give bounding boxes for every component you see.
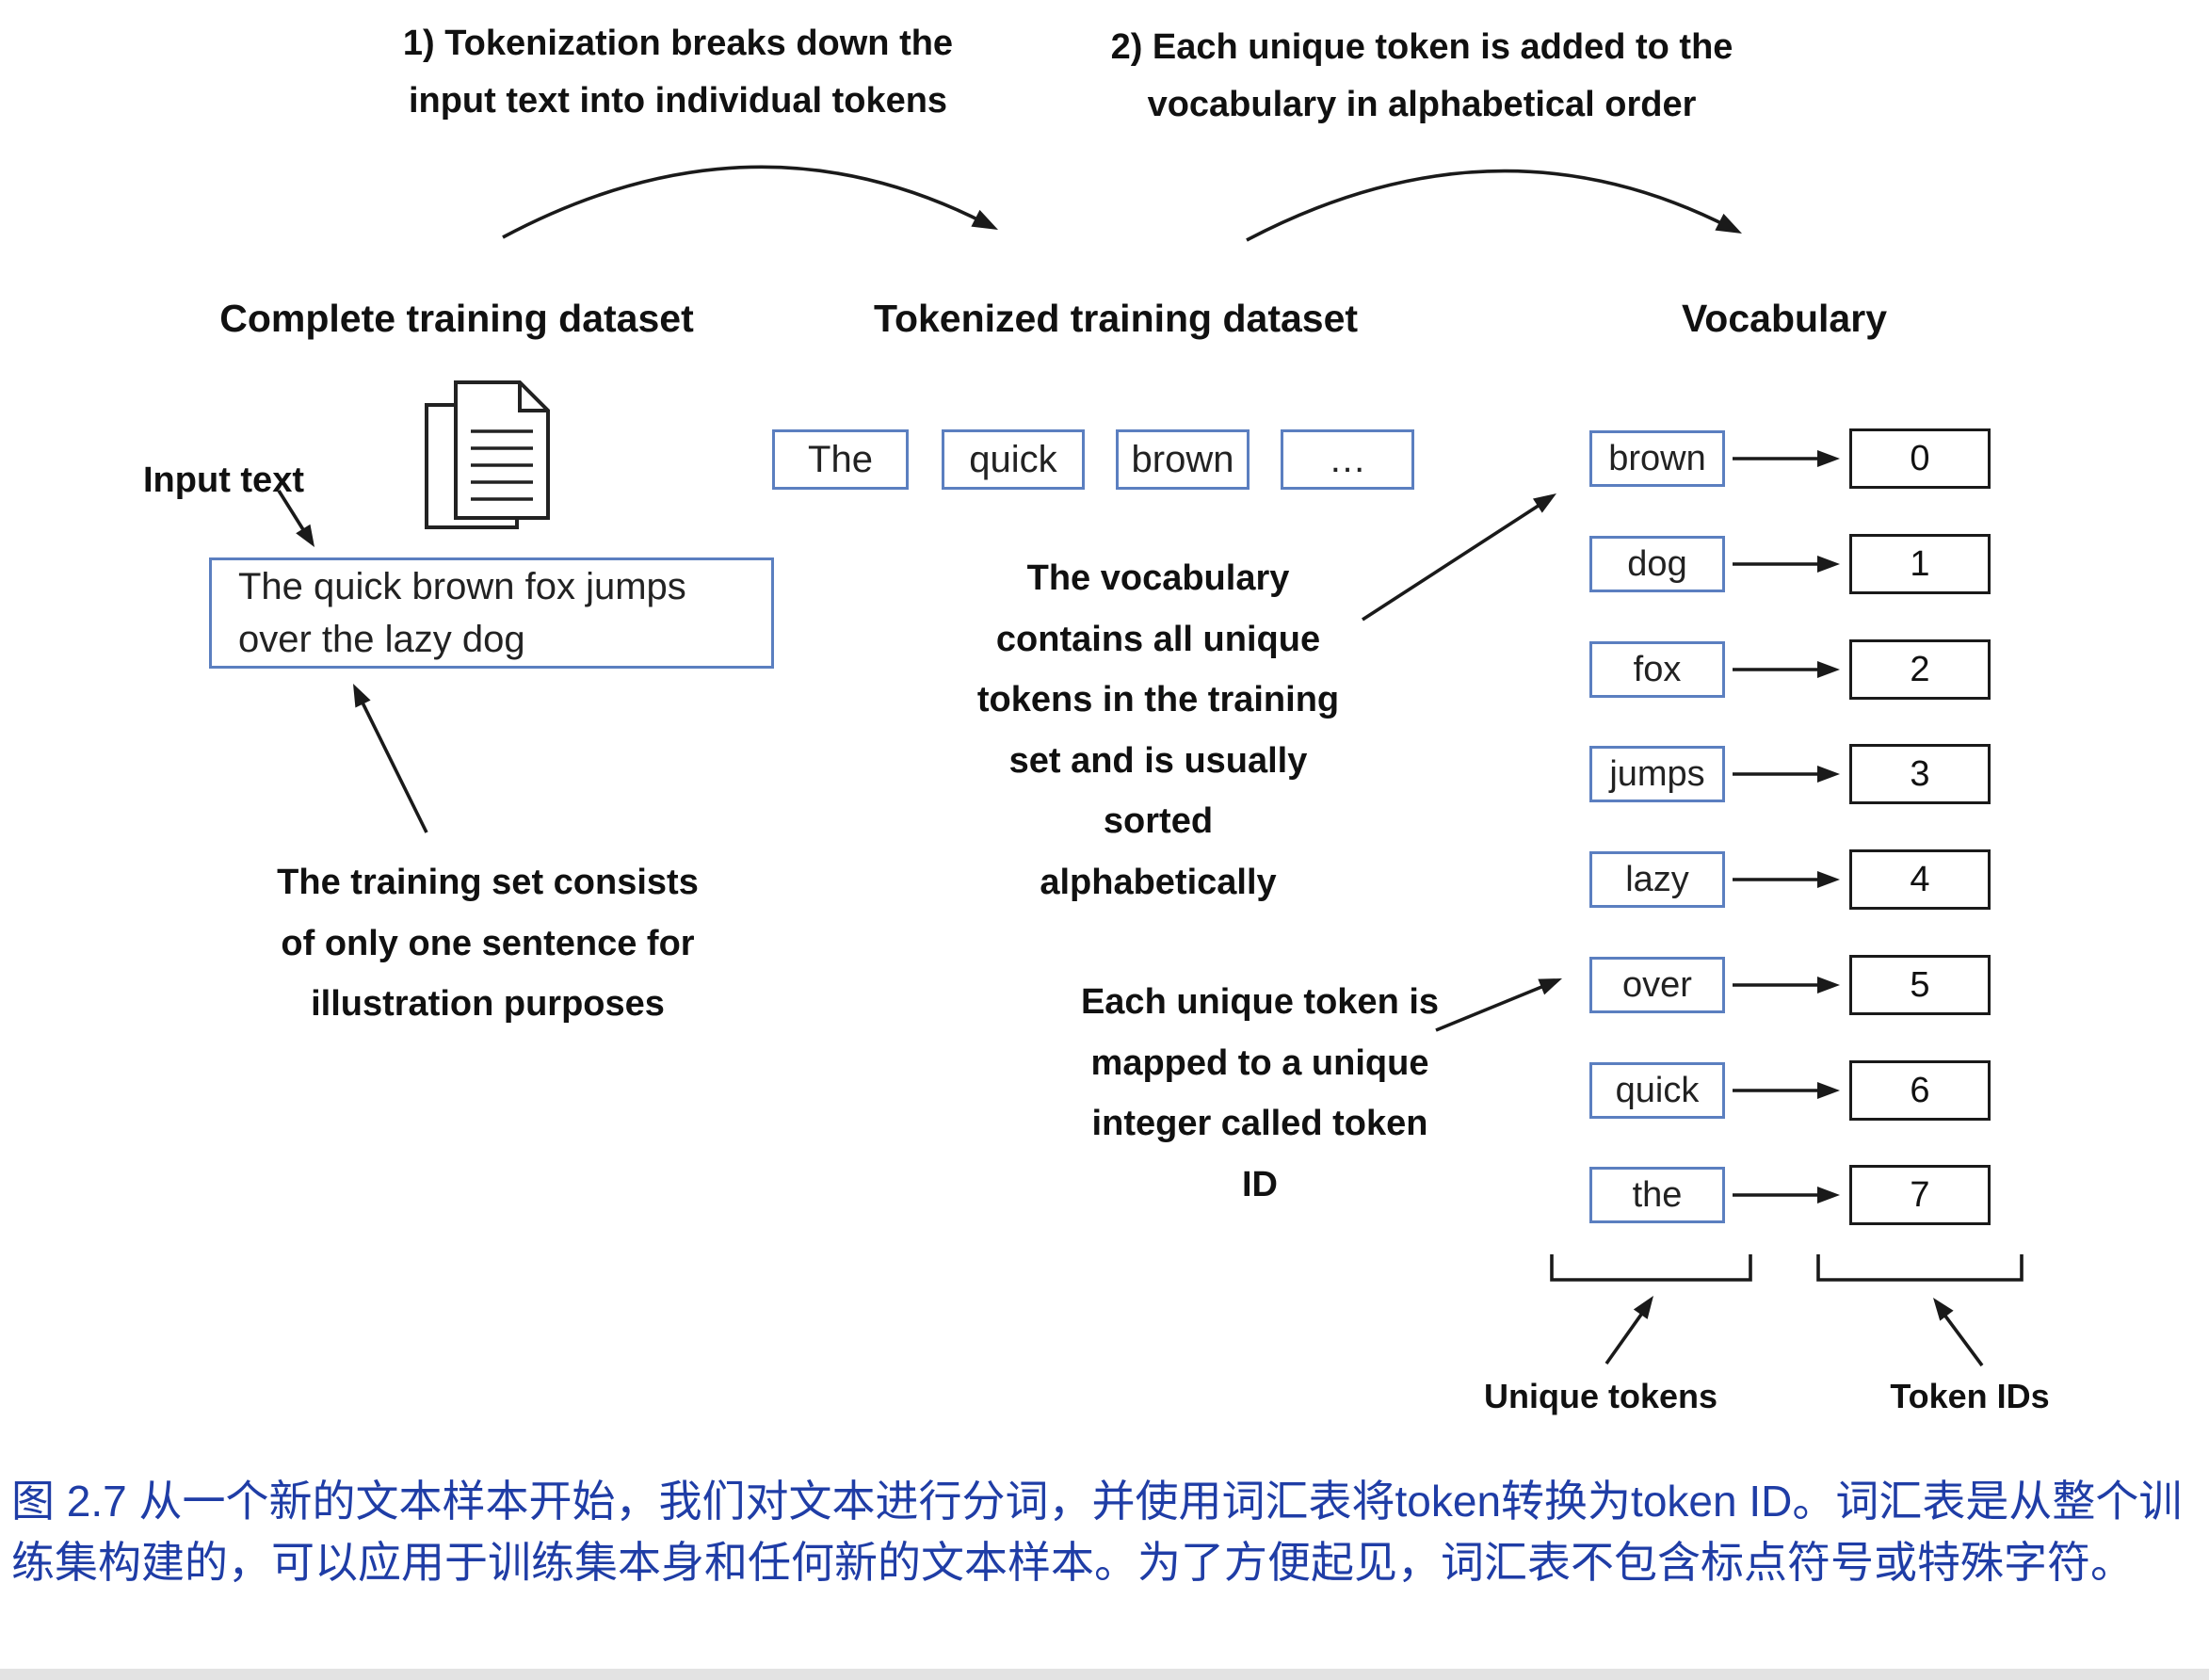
curved-arrow-vocabulary (1246, 169, 1742, 242)
input-text-arrow (277, 490, 314, 547)
vocab-id: 5 (1849, 955, 1991, 1015)
vocab-token: dog (1589, 536, 1725, 592)
map-arrow-icon (1733, 977, 1840, 993)
unique-tokens-label: Unique tokens (1483, 1377, 1718, 1415)
token-ids-arrow (1933, 1298, 1984, 1367)
map-arrow-icon (1733, 450, 1840, 467)
vocab-token: the (1589, 1167, 1725, 1223)
header-vocabulary: Vocabulary (1682, 297, 1887, 340)
map-arrow-icon (1733, 1187, 1840, 1203)
token-box-quick: quick (942, 429, 1085, 490)
vocab-token: lazy (1589, 851, 1725, 908)
vocab-id: 0 (1849, 428, 1991, 489)
vocab-row: over 5 (1589, 955, 1998, 1015)
window-edge (0, 1669, 2209, 1680)
vocab-row: quick 6 (1589, 1060, 1998, 1121)
vocab-id: 2 (1849, 639, 1991, 700)
curved-arrow-tokenization (502, 165, 998, 239)
vocab-token: over (1589, 957, 1725, 1013)
vocab-token: brown (1589, 430, 1725, 487)
map-arrow-icon (1733, 556, 1840, 573)
map-arrow-icon (1733, 871, 1840, 888)
input-text-label: Input text (143, 460, 304, 500)
vocab-row: lazy 4 (1589, 849, 1998, 910)
token-id-note-arrow (1435, 978, 1562, 1032)
token-id-note: Each unique token is mapped to a unique … (1080, 982, 1440, 1204)
document-icon (425, 380, 550, 529)
vocab-token: quick (1589, 1062, 1725, 1119)
annotation-step1: 1) Tokenization breaks down the input te… (402, 24, 954, 121)
figure-caption: 图 2.7 从一个新的文本样本开始，我们对文本进行分词，并使用词汇表将token… (11, 1477, 2183, 1588)
vocabulary-note-arrow (1362, 493, 1556, 622)
map-arrow-icon (1733, 661, 1840, 678)
vocab-token: jumps (1589, 746, 1725, 802)
vocab-row: brown 0 (1589, 428, 1998, 489)
token-box-the: The (772, 429, 909, 490)
token-box-brown: brown (1116, 429, 1250, 490)
map-arrow-icon (1733, 766, 1840, 783)
token-ids-brace (1816, 1254, 2024, 1282)
header-tokenized-training-dataset: Tokenized training dataset (873, 297, 1359, 340)
vocab-row: dog 1 (1589, 534, 1998, 594)
training-set-note: The training set consists of only one se… (277, 863, 699, 1025)
vocab-token: fox (1589, 641, 1725, 698)
token-box-ellipsis: … (1281, 429, 1414, 490)
vocab-id: 4 (1849, 849, 1991, 910)
unique-tokens-brace (1550, 1254, 1752, 1282)
map-arrow-icon (1733, 1082, 1840, 1099)
vocab-id: 6 (1849, 1060, 1991, 1121)
vocab-id: 7 (1849, 1165, 1991, 1225)
vocab-row: the 7 (1589, 1165, 1998, 1225)
annotation-step2: 2) Each unique token is added to the voc… (1110, 27, 1733, 124)
vocab-row: jumps 3 (1589, 744, 1998, 804)
vocab-id: 3 (1849, 744, 1991, 804)
token-ids-label: Token IDs (1890, 1377, 2050, 1415)
header-complete-training-dataset: Complete training dataset (219, 297, 694, 340)
input-sentence-box: The quick brown fox jumps over the lazy … (209, 557, 774, 669)
vocab-row: fox 2 (1589, 639, 1998, 700)
vocab-id: 1 (1849, 534, 1991, 594)
vocabulary-note: The vocabulary contains all unique token… (976, 558, 1340, 902)
unique-tokens-arrow (1604, 1296, 1653, 1365)
training-note-arrow (353, 684, 428, 833)
